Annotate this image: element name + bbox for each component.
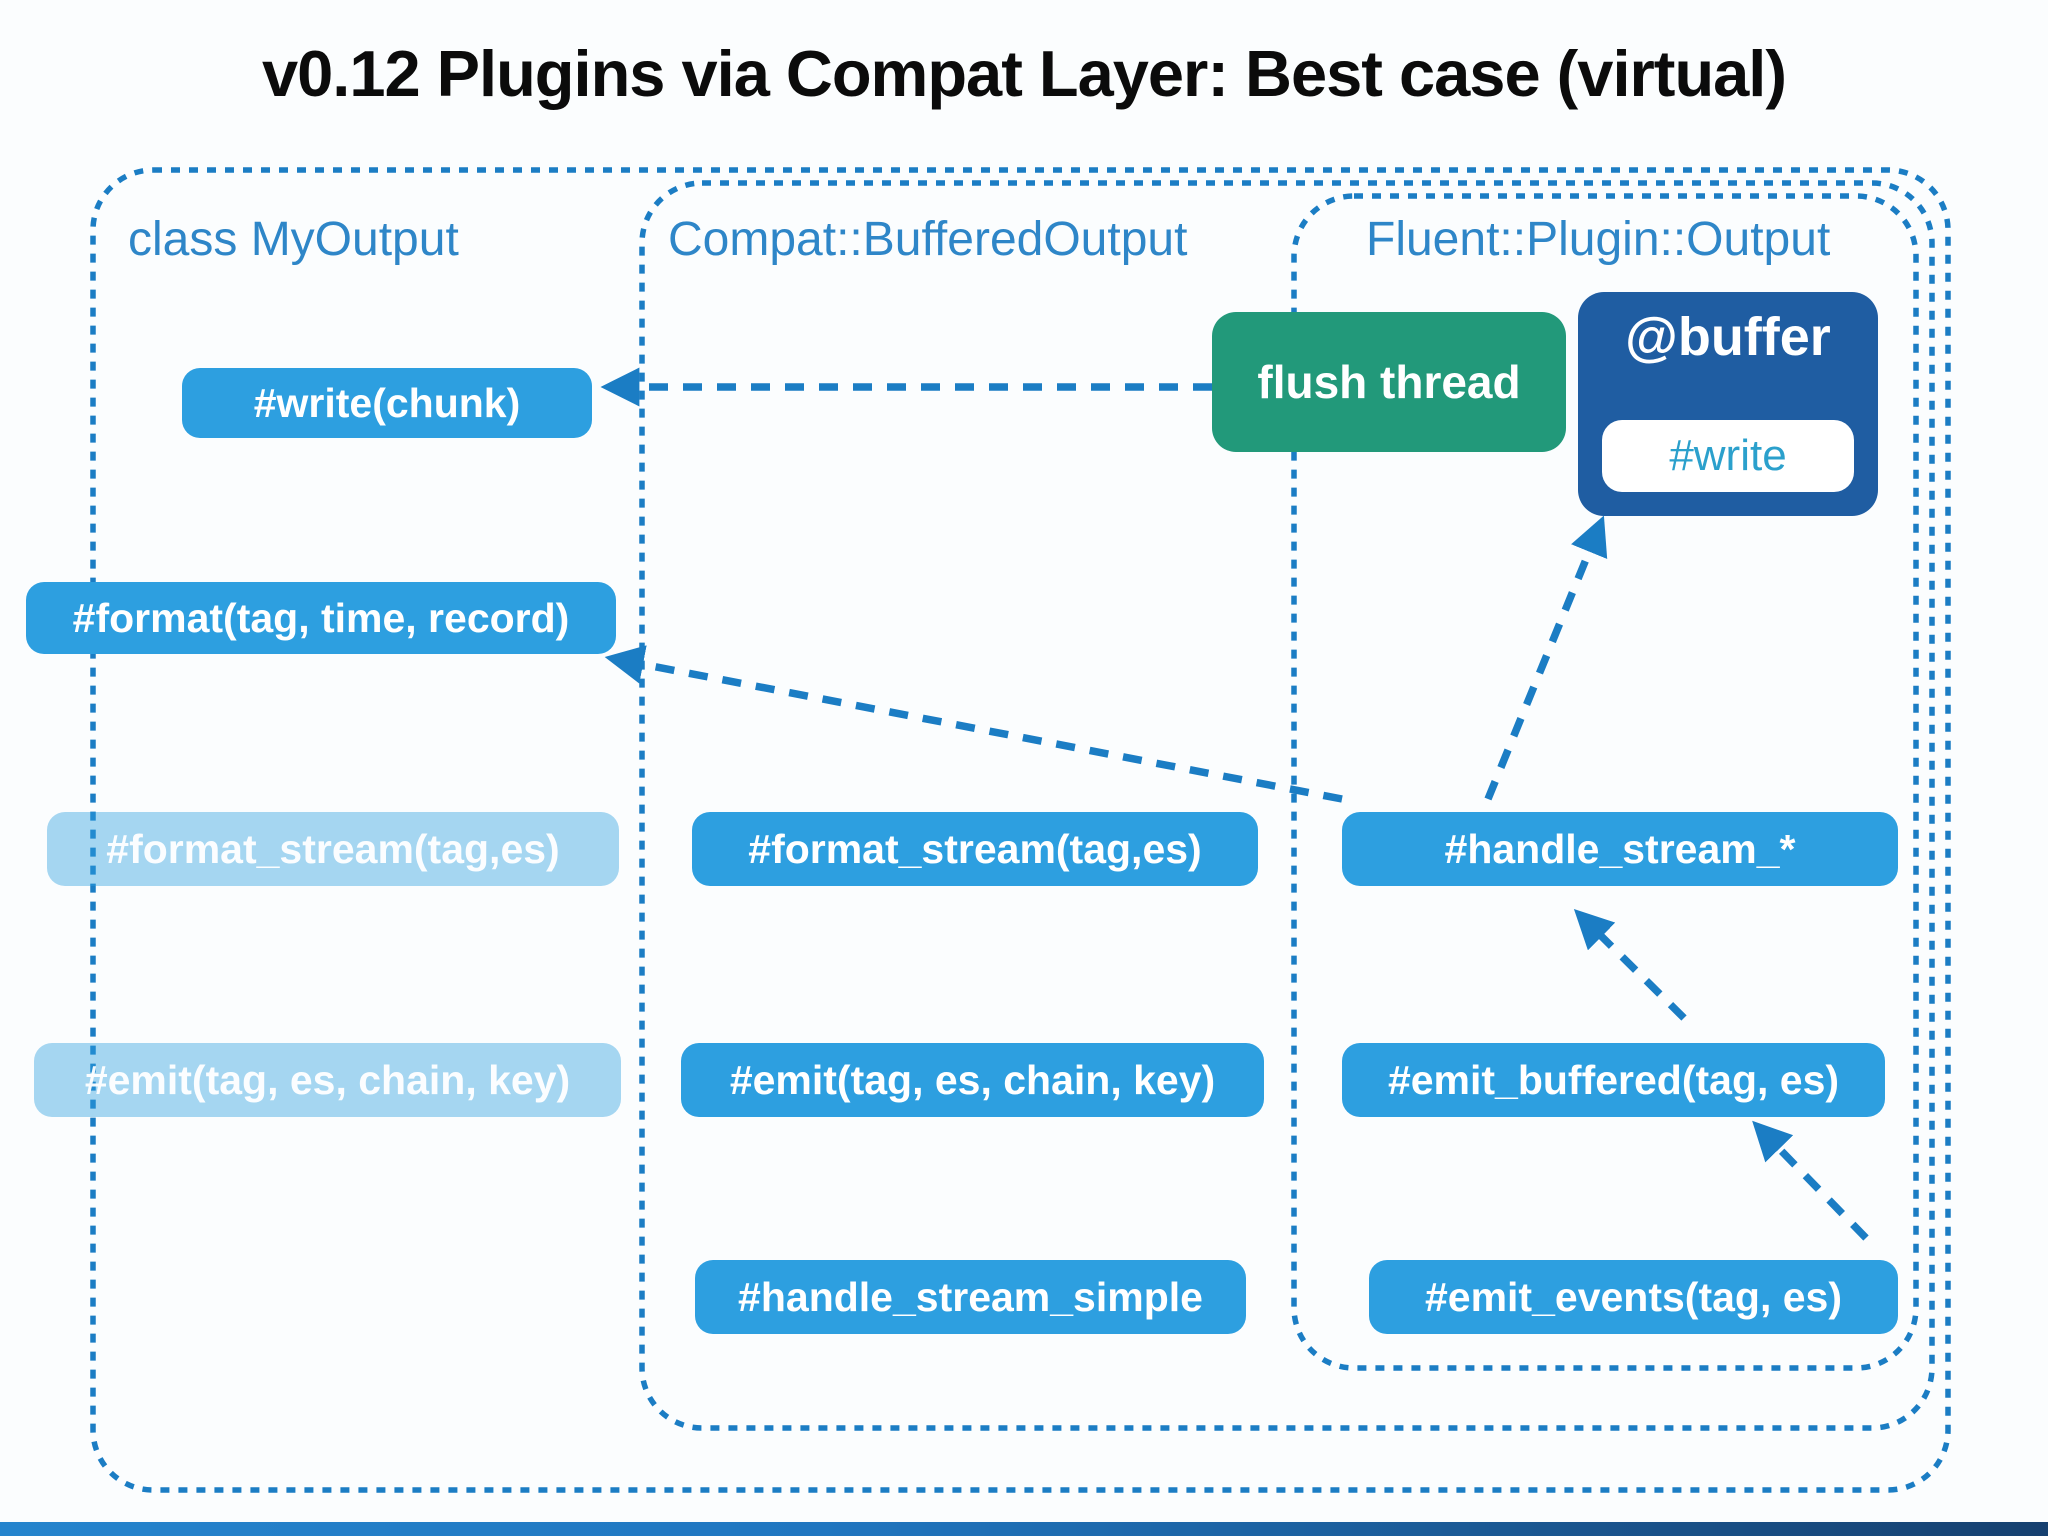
bottom-accent-bar xyxy=(0,1522,2048,1536)
method-box-write-chunk: #write(chunk) xyxy=(182,368,592,438)
method-box-handle-stream-simple: #handle_stream_simple xyxy=(695,1260,1246,1334)
method-box-handle-stream: #handle_stream_* xyxy=(1342,812,1898,886)
method-box-format: #format(tag, time, record) xyxy=(26,582,616,654)
method-box-compat-format-stream: #format_stream(tag,es) xyxy=(692,812,1258,886)
method-box-emit-buffered: #emit_buffered(tag, es) xyxy=(1342,1043,1885,1117)
method-box-emit-faded: #emit(tag, es, chain, key) xyxy=(34,1043,621,1117)
method-box-compat-emit: #emit(tag, es, chain, key) xyxy=(681,1043,1264,1117)
container-my-output xyxy=(90,167,1951,1493)
method-box-format-stream-faded: #format_stream(tag,es) xyxy=(47,812,619,886)
flush-thread-box: flush thread xyxy=(1212,312,1566,452)
container-label-fluent: Fluent::Plugin::Output xyxy=(1366,213,1831,266)
buffer-box-title: @buffer xyxy=(1625,307,1831,367)
container-label-my-output: class MyOutput xyxy=(128,213,459,266)
slide-title: v0.12 Plugins via Compat Layer: Best cas… xyxy=(261,37,1787,110)
buffer-box: @buffer #write xyxy=(1578,292,1878,516)
container-label-compat: Compat::BufferedOutput xyxy=(668,213,1188,266)
container-compat-buffered-output xyxy=(639,180,1935,1431)
buffer-write-box: #write xyxy=(1602,420,1854,492)
method-box-emit-events: #emit_events(tag, es) xyxy=(1369,1260,1898,1334)
